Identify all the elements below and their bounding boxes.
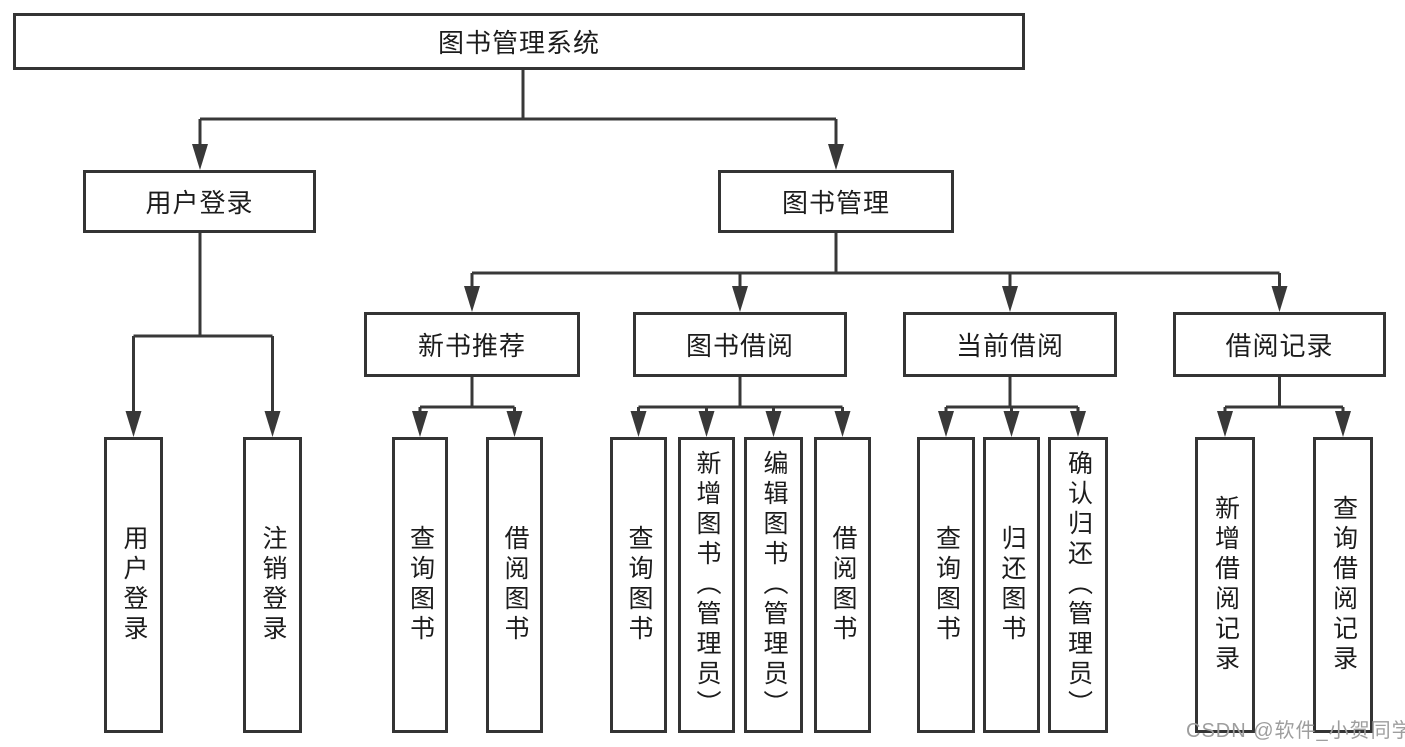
node-library-system: 图书管理系统 — [13, 13, 1025, 70]
node-book-borrow: 图书借阅 — [633, 312, 847, 377]
node-label: 新增图书（管理员） — [693, 450, 721, 720]
node-label: 新书推荐 — [417, 331, 526, 361]
node-label: 编辑图书（管理员） — [760, 450, 788, 720]
leaf-query-books-recommend: 查询图书 — [392, 437, 448, 733]
node-label: 用户登录 — [145, 188, 254, 218]
node-label: 注销登录 — [259, 525, 287, 645]
node-label: 查询图书 — [625, 525, 653, 645]
node-label: 查询图书 — [932, 525, 961, 645]
node-label: 图书借阅 — [685, 331, 794, 361]
node-label: 查询图书 — [406, 525, 435, 645]
node-new-book-recommend: 新书推荐 — [364, 312, 580, 377]
leaf-return-book: 归还图书 — [983, 437, 1040, 733]
connector-current-borrow — [938, 377, 1086, 437]
leaf-query-books-current: 查询图书 — [917, 437, 975, 733]
csdn-watermark: CSDN @软件_小贺同学 — [1186, 720, 1405, 742]
connector-new-book-recommend — [412, 377, 523, 437]
leaf-query-borrow-record: 查询借阅记录 — [1313, 437, 1373, 733]
node-current-borrow: 当前借阅 — [903, 312, 1117, 377]
leaf-borrow-books: 借阅图书 — [814, 437, 871, 733]
node-label: 图书管理系统 — [437, 28, 600, 58]
node-label: 用户登录 — [120, 525, 148, 645]
node-label: 借阅图书 — [829, 525, 857, 645]
leaf-confirm-return-admin: 确认归还（管理员） — [1048, 437, 1108, 733]
connector-book-borrow — [630, 377, 851, 437]
node-label: 查询借阅记录 — [1329, 495, 1358, 675]
leaf-add-book-admin: 新增图书（管理员） — [678, 437, 735, 733]
leaf-edit-book-admin: 编辑图书（管理员） — [744, 437, 803, 733]
node-label: 归还图书 — [998, 525, 1026, 645]
connector-user-login — [125, 233, 281, 437]
node-label: 新增借阅记录 — [1211, 495, 1240, 675]
node-label: 图书管理 — [781, 188, 890, 218]
connector-book-management — [464, 233, 1288, 312]
node-label: 借阅记录 — [1225, 331, 1334, 361]
leaf-query-books-borrow: 查询图书 — [610, 437, 667, 733]
node-user-login: 用户登录 — [83, 170, 316, 233]
node-label: 借阅图书 — [501, 525, 529, 645]
connector-borrow-records — [1217, 377, 1351, 437]
leaf-user-login: 用户登录 — [104, 437, 163, 733]
node-label: 确认归还（管理员） — [1064, 450, 1093, 720]
leaf-add-borrow-record: 新增借阅记录 — [1195, 437, 1255, 733]
node-label: 当前借阅 — [955, 331, 1064, 361]
leaf-borrow-books-recommend: 借阅图书 — [486, 437, 543, 733]
leaf-logout: 注销登录 — [243, 437, 302, 733]
connector-root — [192, 70, 844, 170]
node-book-management: 图书管理 — [718, 170, 954, 233]
node-borrow-records: 借阅记录 — [1173, 312, 1386, 377]
